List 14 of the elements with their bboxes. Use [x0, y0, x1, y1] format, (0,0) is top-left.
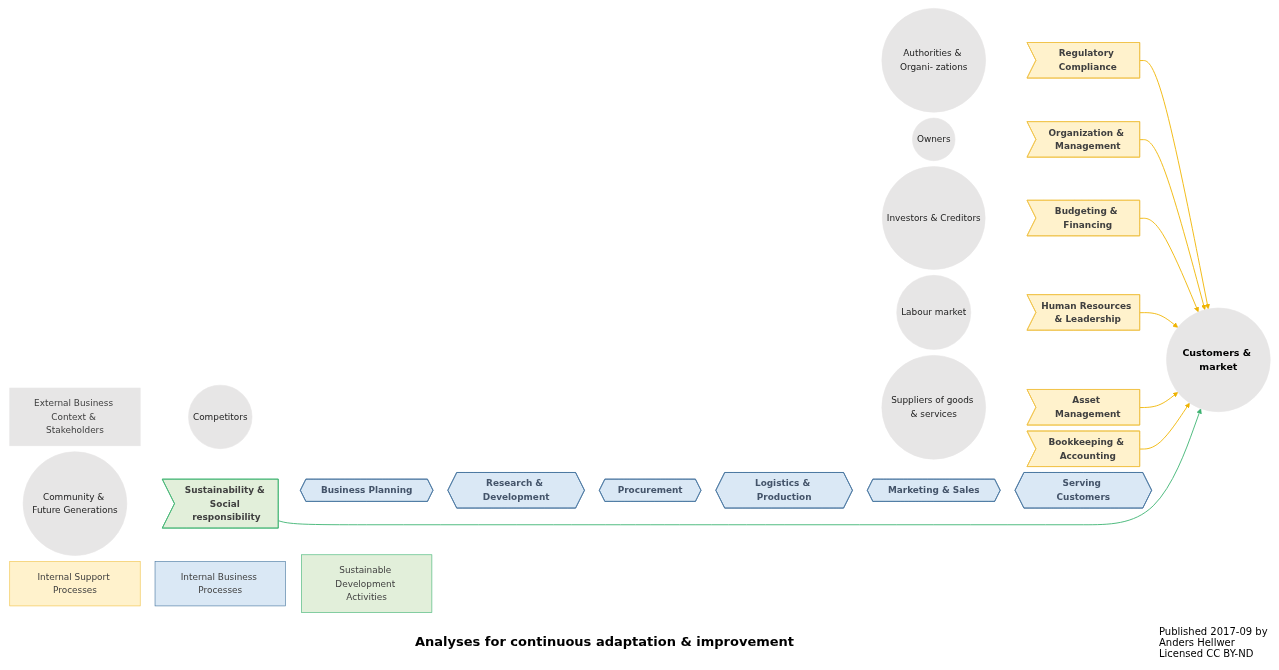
credit-note: Published 2017-09 by Anders Hellwer Licensed CC BY-ND	[1159, 626, 1269, 659]
node-circle: Community & Future Generations	[22, 450, 127, 556]
node-box: Internal Business Processes	[154, 560, 286, 606]
node-circle: Customers & market	[1165, 307, 1271, 412]
node-box: Internal Support Processes	[8, 560, 140, 606]
node-circle: Authorities & Organi- zations	[881, 7, 986, 112]
node-box: Sustainable Development Activities	[300, 554, 432, 613]
node-circle: Labour market	[895, 274, 971, 350]
node-circle: Suppliers of goods & services	[881, 354, 986, 459]
node-circle: Competitors	[187, 384, 252, 449]
node-circle: Owners	[911, 117, 955, 161]
node-box: External Business Context & Stakeholders	[8, 387, 140, 446]
node-circle: Investors & Creditors	[881, 165, 985, 270]
footer-caption: Analyses for continuous adaptation & improvement	[415, 634, 795, 649]
